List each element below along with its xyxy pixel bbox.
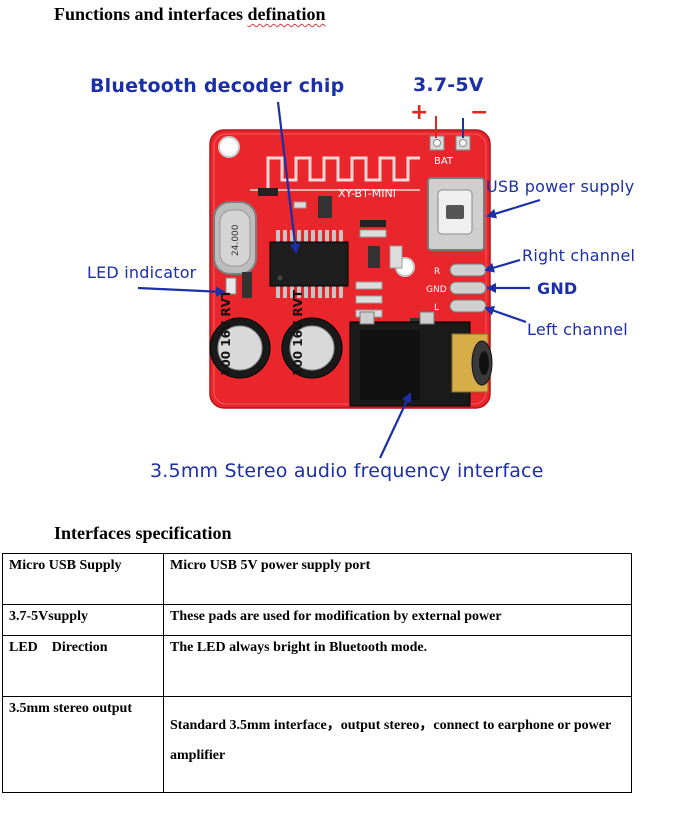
chip-pins: [276, 230, 343, 298]
table-row: 3.5mm stereo output Standard 3.5mm inter…: [2, 696, 632, 793]
arrow-right: [484, 258, 521, 273]
label-left: Left channel: [527, 320, 628, 339]
pad-gnd: [449, 281, 487, 295]
label-minus: −: [470, 100, 489, 125]
bat-label: BAT: [434, 156, 454, 167]
capacitor-2: 100 16V RVT: [281, 289, 343, 379]
pad-gnd-label: GND: [426, 285, 447, 295]
arrow-chip: [276, 101, 301, 254]
capacitor-1: 100 16V RVT: [209, 289, 271, 379]
title-text: Functions and interfaces: [54, 4, 248, 24]
svg-text:100 16V RVT: 100 16V RVT: [291, 289, 305, 376]
spec-name: Micro USB Supply: [2, 553, 164, 605]
spec-desc: Standard 3.5mm interface，output stereo，c…: [163, 696, 632, 793]
label-chip: Bluetooth decoder chip: [90, 75, 345, 97]
arrow-usb: [486, 198, 541, 219]
arrow-jack: [379, 392, 412, 459]
crystal-label: 24.000: [231, 224, 241, 256]
svg-text:100 16V RVT: 100 16V RVT: [219, 289, 233, 376]
spec-name: 3.7-5Vsupply: [2, 604, 164, 636]
led: [225, 277, 237, 295]
label-right: Right channel: [522, 246, 636, 265]
decoder-chip: [269, 241, 349, 287]
pad-r-label: R: [434, 267, 440, 277]
table-row: 3.7-5Vsupply These pads are used for mod…: [2, 604, 632, 636]
mounting-hole: [218, 136, 240, 158]
spec-title: Interfaces specification: [54, 523, 232, 543]
table-row: LED Direction The LED always bright in B…: [2, 635, 632, 697]
pad-r: [449, 263, 487, 277]
audio-jack: [349, 311, 493, 407]
label-voltage: 3.7-5V: [413, 74, 484, 96]
spec-name: LED Direction: [2, 635, 164, 697]
title-misspelled-word: defination: [247, 4, 326, 24]
spec-desc: These pads are used for modification by …: [163, 604, 632, 636]
label-usb: USB power supply: [486, 177, 635, 196]
label-plus: +: [410, 100, 429, 125]
spec-table: Micro USB Supply Micro USB 5V power supp…: [2, 553, 632, 793]
arrow-led: [137, 286, 226, 297]
table-row: Micro USB Supply Micro USB 5V power supp…: [2, 553, 632, 605]
arrow-left: [484, 305, 527, 324]
spec-desc: The LED always bright in Bluetooth mode.: [163, 635, 632, 697]
board-illustration: XY-BT-MINI BAT 24.000: [137, 101, 541, 459]
spec-desc: Micro USB 5V power supply port: [163, 553, 632, 605]
label-gnd: GND: [537, 279, 578, 298]
label-led: LED indicator: [87, 263, 197, 282]
label-jack: 3.5mm Stereo audio frequency interface: [150, 460, 544, 482]
board-model-text: XY-BT-MINI: [338, 187, 396, 200]
board-figure: XY-BT-MINI BAT 24.000: [0, 30, 686, 500]
page-title: Functions and interfaces defination: [54, 4, 326, 25]
pad-l-label: L: [434, 303, 439, 313]
spec-name: 3.5mm stereo output: [2, 696, 164, 793]
antenna-trace: [266, 156, 420, 190]
pad-l: [449, 299, 487, 313]
